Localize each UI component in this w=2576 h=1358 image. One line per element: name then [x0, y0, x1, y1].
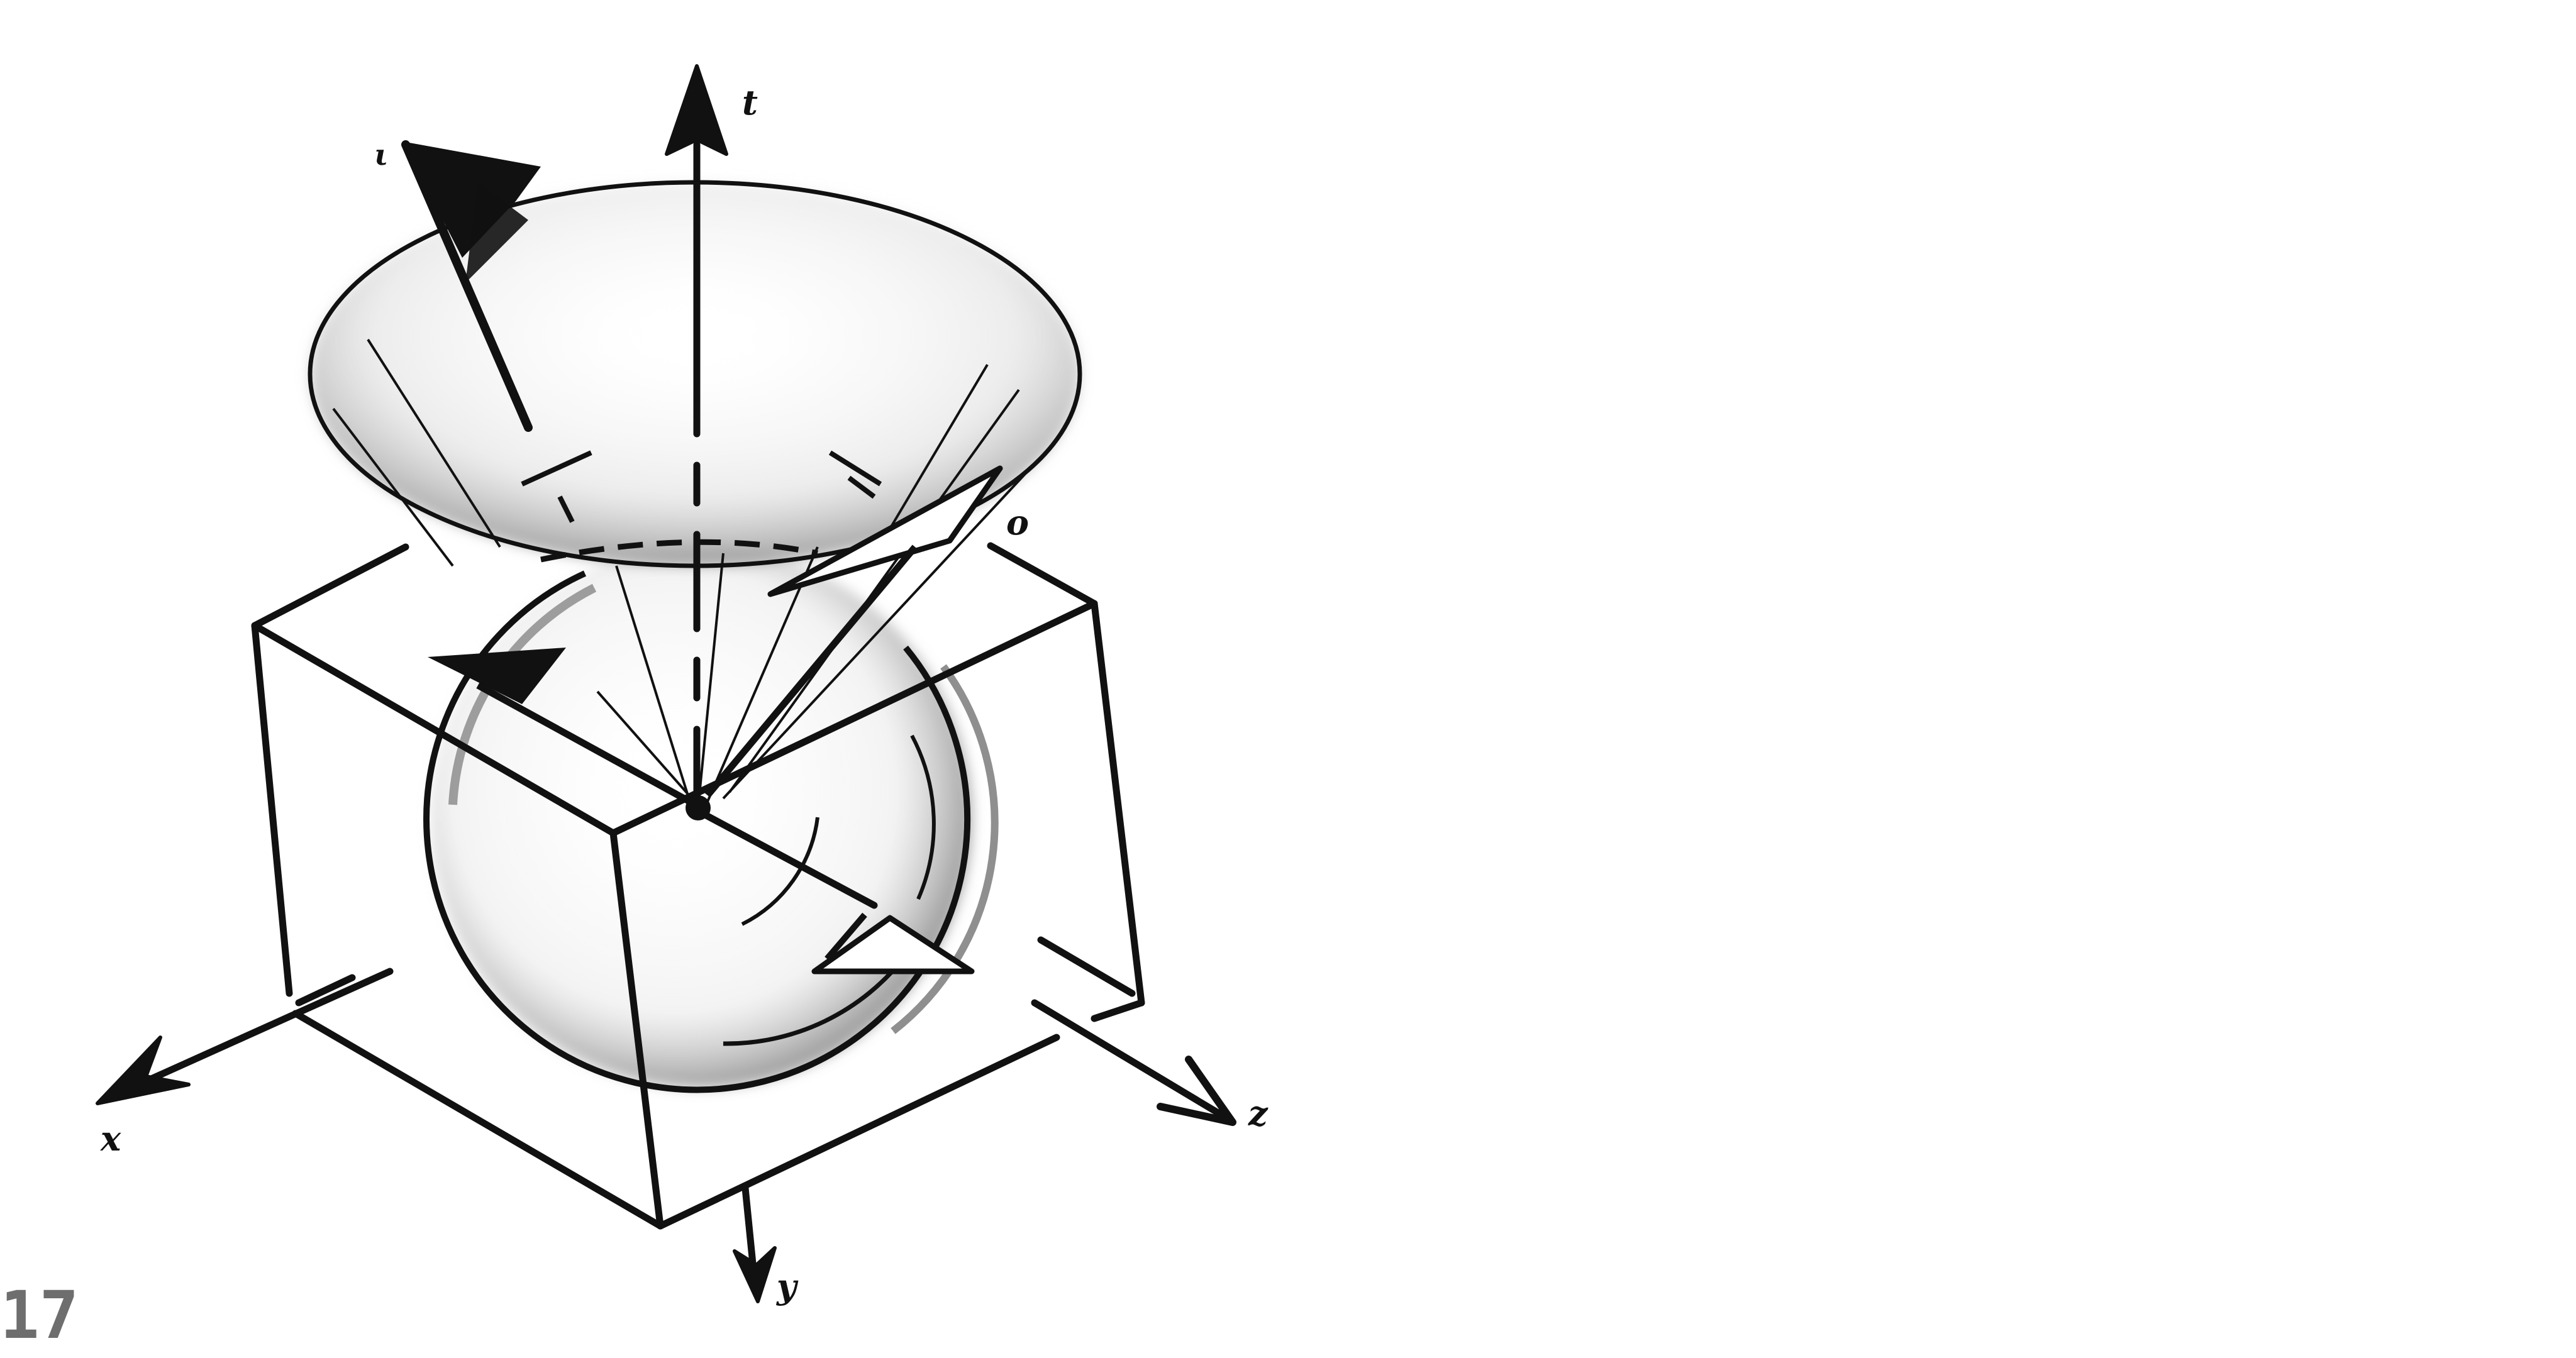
axis-y-label: y: [776, 1266, 799, 1306]
axis-t-label: t: [742, 82, 758, 123]
axis-z: [694, 807, 1236, 1126]
hollow-arrow-lower: [811, 912, 975, 974]
axis-x: [96, 968, 394, 1105]
flag-marker: [401, 140, 541, 432]
axis-t: [665, 64, 728, 796]
hollow-arrow-upper: [704, 465, 1003, 798]
origin-point: [686, 795, 711, 820]
isometric-box: [251, 542, 1145, 1230]
axis-z-label: z: [1248, 1093, 1269, 1134]
axis-y: [733, 1184, 777, 1303]
flag-label: ι: [374, 138, 388, 172]
axis-x-label: x: [100, 1118, 121, 1159]
page-number: 17: [0, 1277, 79, 1354]
origin-label: o: [1006, 502, 1029, 543]
black-arrow-marker: [428, 648, 703, 811]
